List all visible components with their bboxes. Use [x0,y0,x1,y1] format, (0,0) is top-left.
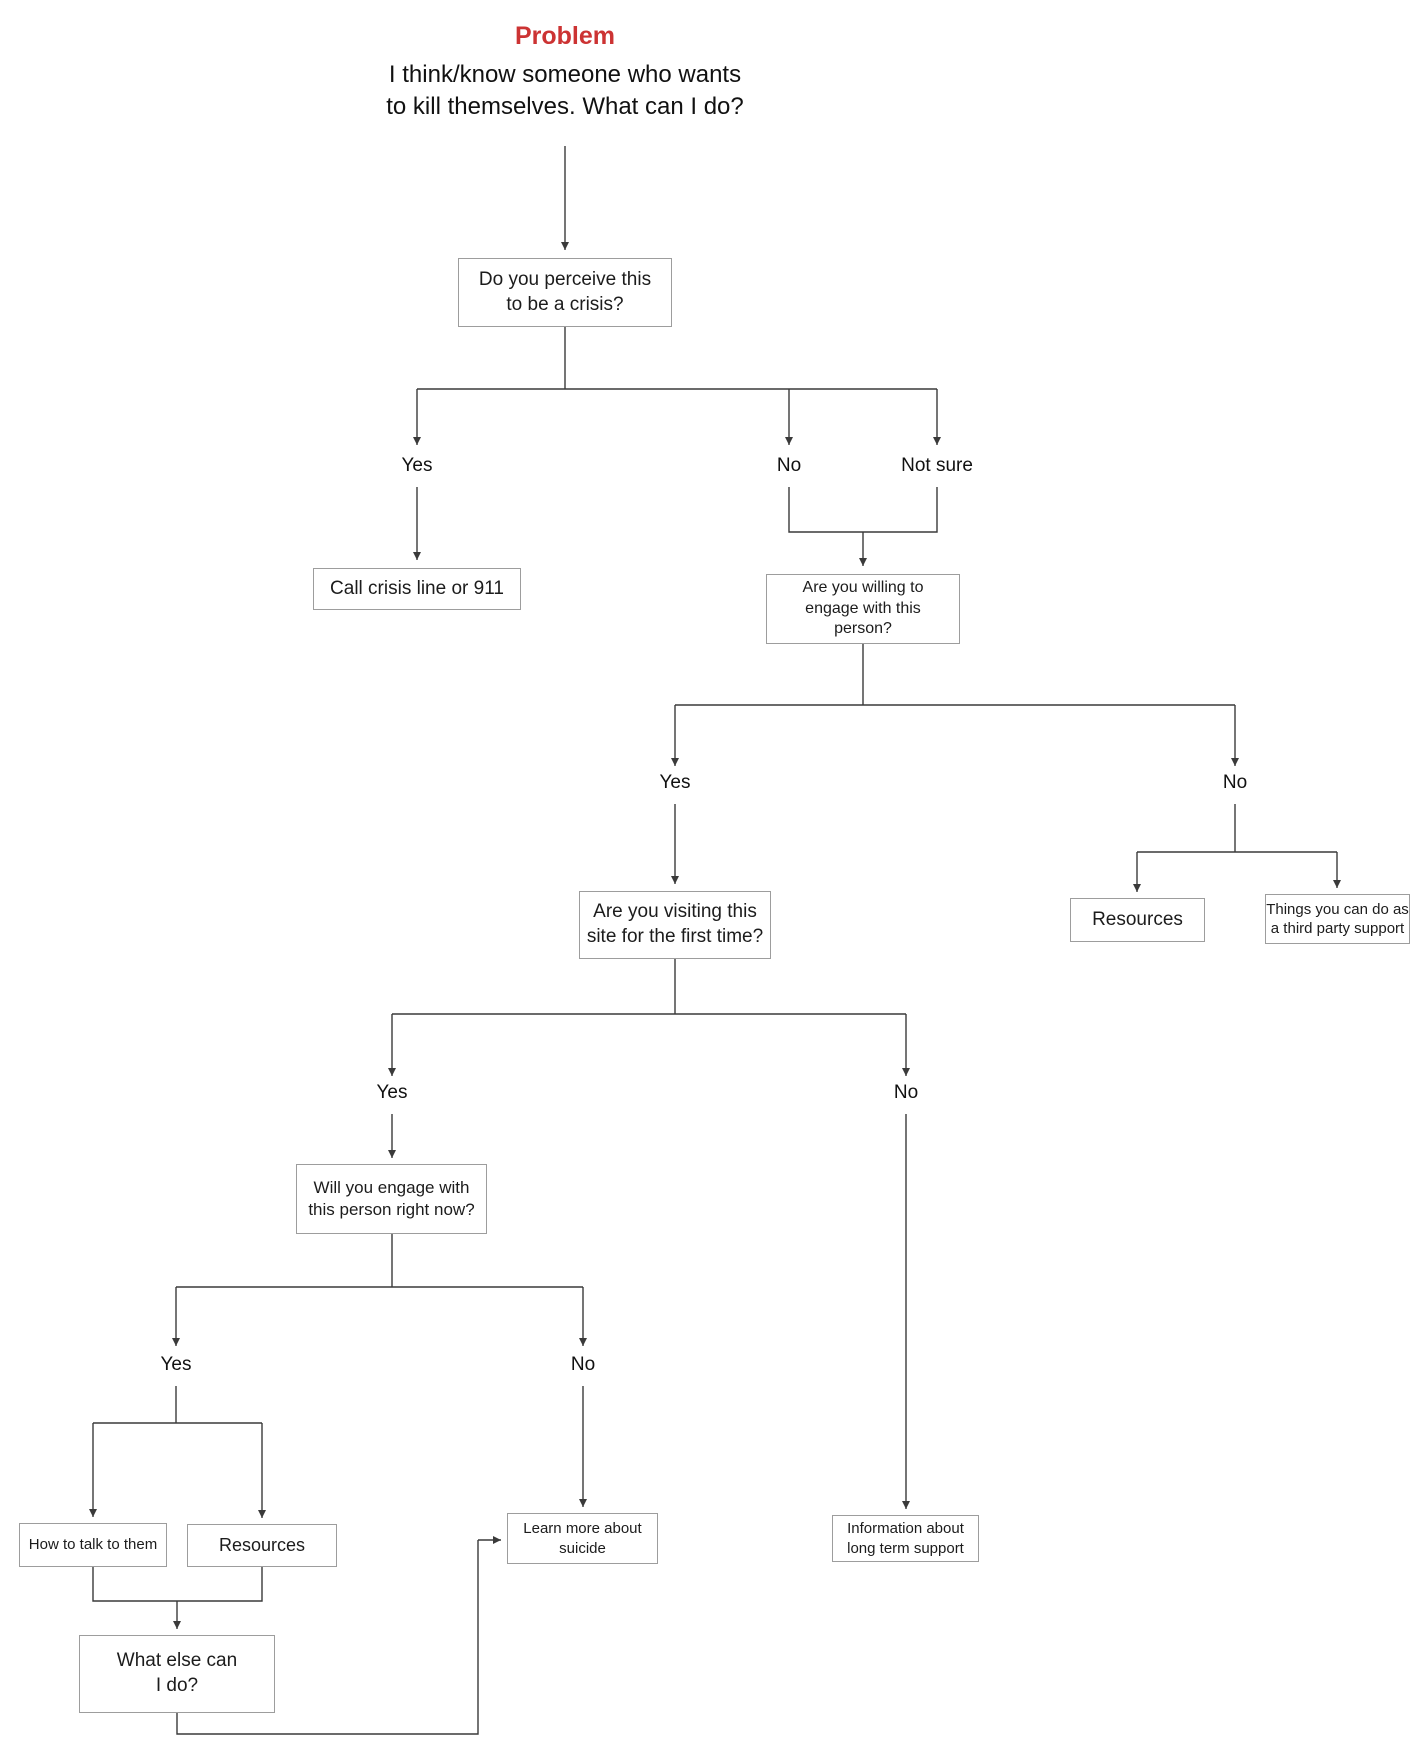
node-learn-more-suicide: Learn more about suicide [507,1513,658,1564]
node-how-to-talk: How to talk to them [19,1523,167,1567]
edge-label-engage-now-no: No [570,1354,596,1375]
node-what-else: What else can I do? [79,1635,275,1713]
node-call-crisis-line: Call crisis line or 911 [313,568,521,610]
edge-label-engage-now-yes: Yes [160,1354,192,1375]
node-engage-right-now: Will you engage with this person right n… [296,1164,487,1234]
edge-label-willing-yes: Yes [659,772,691,793]
node-third-party-support: Things you can do as a third party suppo… [1265,894,1410,944]
edge-label-first-time-no: No [893,1082,919,1103]
edge-label-crisis-not-sure: Not sure [901,455,973,476]
connector-lines [92,327,1337,1735]
edge-label-first-time-yes: Yes [376,1082,408,1103]
header: Problem I think/know someone who wants t… [340,22,790,124]
edge-label-crisis-yes: Yes [401,455,433,476]
node-long-term-support: Information about long term support [832,1515,979,1562]
node-first-time-visit: Are you visiting this site for the first… [579,891,771,959]
node-resources-left: Resources [187,1524,337,1567]
connector-arrows [89,146,1341,1629]
page-subtitle: I think/know someone who wants to kill t… [386,61,744,121]
page-title: Problem [514,22,616,50]
node-resources-right: Resources [1070,898,1205,942]
edge-label-willing-no: No [1222,772,1248,793]
node-willing-to-engage: Are you willing to engage with this pers… [766,574,960,644]
node-crisis-question: Do you perceive this to be a crisis? [458,258,672,327]
edge-label-crisis-no: No [776,455,802,476]
